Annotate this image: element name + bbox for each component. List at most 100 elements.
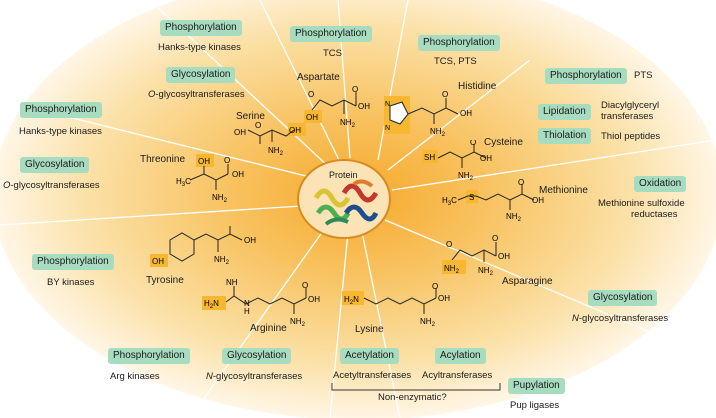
cysteine-phosphorylation-enzyme: PTS xyxy=(634,70,653,81)
lysine-acetylation-tag: Acetylation xyxy=(340,348,399,364)
svg-text:N: N xyxy=(385,125,390,132)
serine-phosphorylation-tag: Phosphorylation xyxy=(160,20,242,36)
svg-text:O: O xyxy=(470,140,476,147)
cysteine-phosphorylation-tag: Phosphorylation xyxy=(545,68,627,84)
svg-text:NH2: NH2 xyxy=(214,255,230,266)
svg-text:OH: OH xyxy=(244,236,256,245)
aspartate-structure: O O OH OH NH2 xyxy=(304,86,370,129)
asparagine-label: Asparagine xyxy=(502,276,553,287)
serine-phosphorylation-enzyme: Hanks-type kinases xyxy=(158,42,241,53)
svg-text:O: O xyxy=(492,234,498,243)
arginine-structure: NH H2N H N O OH NH2 xyxy=(202,278,320,328)
svg-text:NH2: NH2 xyxy=(430,127,446,138)
protein-label: Protein xyxy=(329,170,358,180)
serine-structure: OH O OH NH2 xyxy=(234,121,306,157)
svg-text:OH: OH xyxy=(532,196,544,205)
histidine-structure: N N O OH NH2 xyxy=(384,90,472,138)
svg-text:O: O xyxy=(442,90,448,99)
threonine-phosphorylation-enzyme: Hanks-type kinases xyxy=(19,126,102,137)
methionine-label: Methionine xyxy=(539,185,588,196)
svg-text:N: N xyxy=(385,101,390,108)
svg-text:O: O xyxy=(446,240,452,249)
serine-glycosylation-tag: Glycosylation xyxy=(166,67,236,83)
serine-glycosylation-enzyme: O-glycosyltransferases xyxy=(148,89,245,100)
svg-text:O: O xyxy=(518,178,524,187)
svg-text:OH: OH xyxy=(289,126,301,135)
cysteine-label: Cysteine xyxy=(484,137,523,148)
svg-text:O: O xyxy=(308,90,314,99)
svg-text:NH2: NH2 xyxy=(268,146,284,157)
svg-text:OH: OH xyxy=(152,257,164,266)
svg-text:H: H xyxy=(244,307,250,316)
svg-text:O: O xyxy=(352,86,358,94)
non-enzymatic-bracket xyxy=(331,383,501,391)
svg-text:OH: OH xyxy=(438,294,450,303)
asparagine-glycosylation-enzyme: N-glycosyltransferases xyxy=(572,313,669,324)
svg-text:OH: OH xyxy=(498,252,510,261)
lysine-pupylation-enzyme: Pup ligases xyxy=(510,400,560,411)
svg-text:NH2: NH2 xyxy=(340,118,356,129)
tyrosine-structure: OH OH NH2 xyxy=(150,226,256,267)
methionine-oxidation-enzyme-2: reductases xyxy=(631,209,678,220)
methionine-oxidation-enzyme-1: Methionine sulfoxide xyxy=(598,198,685,209)
svg-text:O: O xyxy=(302,281,308,290)
tyrosine-label: Tyrosine xyxy=(146,275,184,286)
aspartate-phosphorylation-enzyme: TCS xyxy=(323,48,342,59)
aspartate-phosphorylation-tag: Phosphorylation xyxy=(290,26,372,42)
svg-text:NH2: NH2 xyxy=(420,317,436,328)
svg-text:H3C: H3C xyxy=(176,177,191,188)
cysteine-thiolation-enzyme: Thiol peptides xyxy=(601,131,661,142)
svg-text:OH: OH xyxy=(306,113,318,122)
svg-text:OH: OH xyxy=(358,102,370,111)
arginine-phosphorylation-tag: Phosphorylation xyxy=(108,348,190,364)
arginine-phosphorylation-enzyme: Arg kinases xyxy=(110,371,160,382)
svg-text:O: O xyxy=(224,156,230,165)
svg-text:O: O xyxy=(432,282,438,291)
svg-text:O: O xyxy=(255,121,261,130)
svg-text:H3C: H3C xyxy=(442,196,457,207)
svg-text:OH: OH xyxy=(234,128,246,137)
svg-text:S: S xyxy=(469,193,474,202)
serine-label: Serine xyxy=(236,111,265,122)
methionine-oxidation-tag: Oxidation xyxy=(634,176,687,192)
svg-text:H2N: H2N xyxy=(204,299,219,310)
svg-text:NH: NH xyxy=(226,278,238,287)
protein-icon xyxy=(297,159,391,239)
aspartate-label: Aspartate xyxy=(297,72,340,83)
svg-text:OH: OH xyxy=(198,157,210,166)
svg-text:NH2: NH2 xyxy=(506,212,522,222)
lysine-acylation-enzyme: Acyltransferases xyxy=(422,370,493,381)
svg-text:N: N xyxy=(244,299,250,308)
tyrosine-phosphorylation-enzyme: BY kinases xyxy=(47,277,95,288)
lysine-acetylation-enzyme: Acetyltransferases xyxy=(333,370,412,381)
svg-text:OH: OH xyxy=(480,154,492,163)
arginine-glycosylation-enzyme: N-glycosyltransferases xyxy=(206,371,303,382)
non-enzymatic-label: Non-enzymatic? xyxy=(378,392,447,403)
cysteine-lipidation-enzyme-2: transferases xyxy=(601,111,654,122)
threonine-phosphorylation-tag: Phosphorylation xyxy=(20,102,102,118)
svg-text:OH: OH xyxy=(460,109,472,118)
cysteine-thiolation-tag: Thiolation xyxy=(538,128,592,144)
histidine-label: Histidine xyxy=(458,81,497,92)
svg-text:H2N: H2N xyxy=(344,295,359,306)
lysine-label: Lysine xyxy=(355,324,384,335)
threonine-glycosylation-tag: Glycosylation xyxy=(20,157,90,173)
lysine-acylation-tag: Acylation xyxy=(435,348,486,364)
asparagine-glycosylation-tag: Glycosylation xyxy=(588,290,658,306)
svg-text:NH2: NH2 xyxy=(212,193,228,204)
threonine-label: Threonine xyxy=(140,154,186,165)
methionine-structure: H3C S O OH NH2 xyxy=(442,178,544,222)
threonine-structure: OH O OH H3C NH2 xyxy=(176,154,244,204)
histidine-phosphorylation-enzyme: TCS, PTS xyxy=(434,56,477,67)
svg-text:NH2: NH2 xyxy=(444,264,460,275)
arginine-glycosylation-tag: Glycosylation xyxy=(222,348,292,364)
cysteine-lipidation-enzyme-1: Diacylglyceryl xyxy=(601,100,660,111)
lysine-pupylation-tag: Pupylation xyxy=(508,378,565,394)
svg-text:NH2: NH2 xyxy=(478,266,494,277)
threonine-glycosylation-enzyme: O-glycosyltransferases xyxy=(3,180,100,191)
svg-text:NH2: NH2 xyxy=(290,317,306,328)
tyrosine-phosphorylation-tag: Phosphorylation xyxy=(32,254,114,270)
asparagine-structure: O O OH NH2 NH2 xyxy=(442,234,510,277)
svg-text:OH: OH xyxy=(232,170,244,179)
